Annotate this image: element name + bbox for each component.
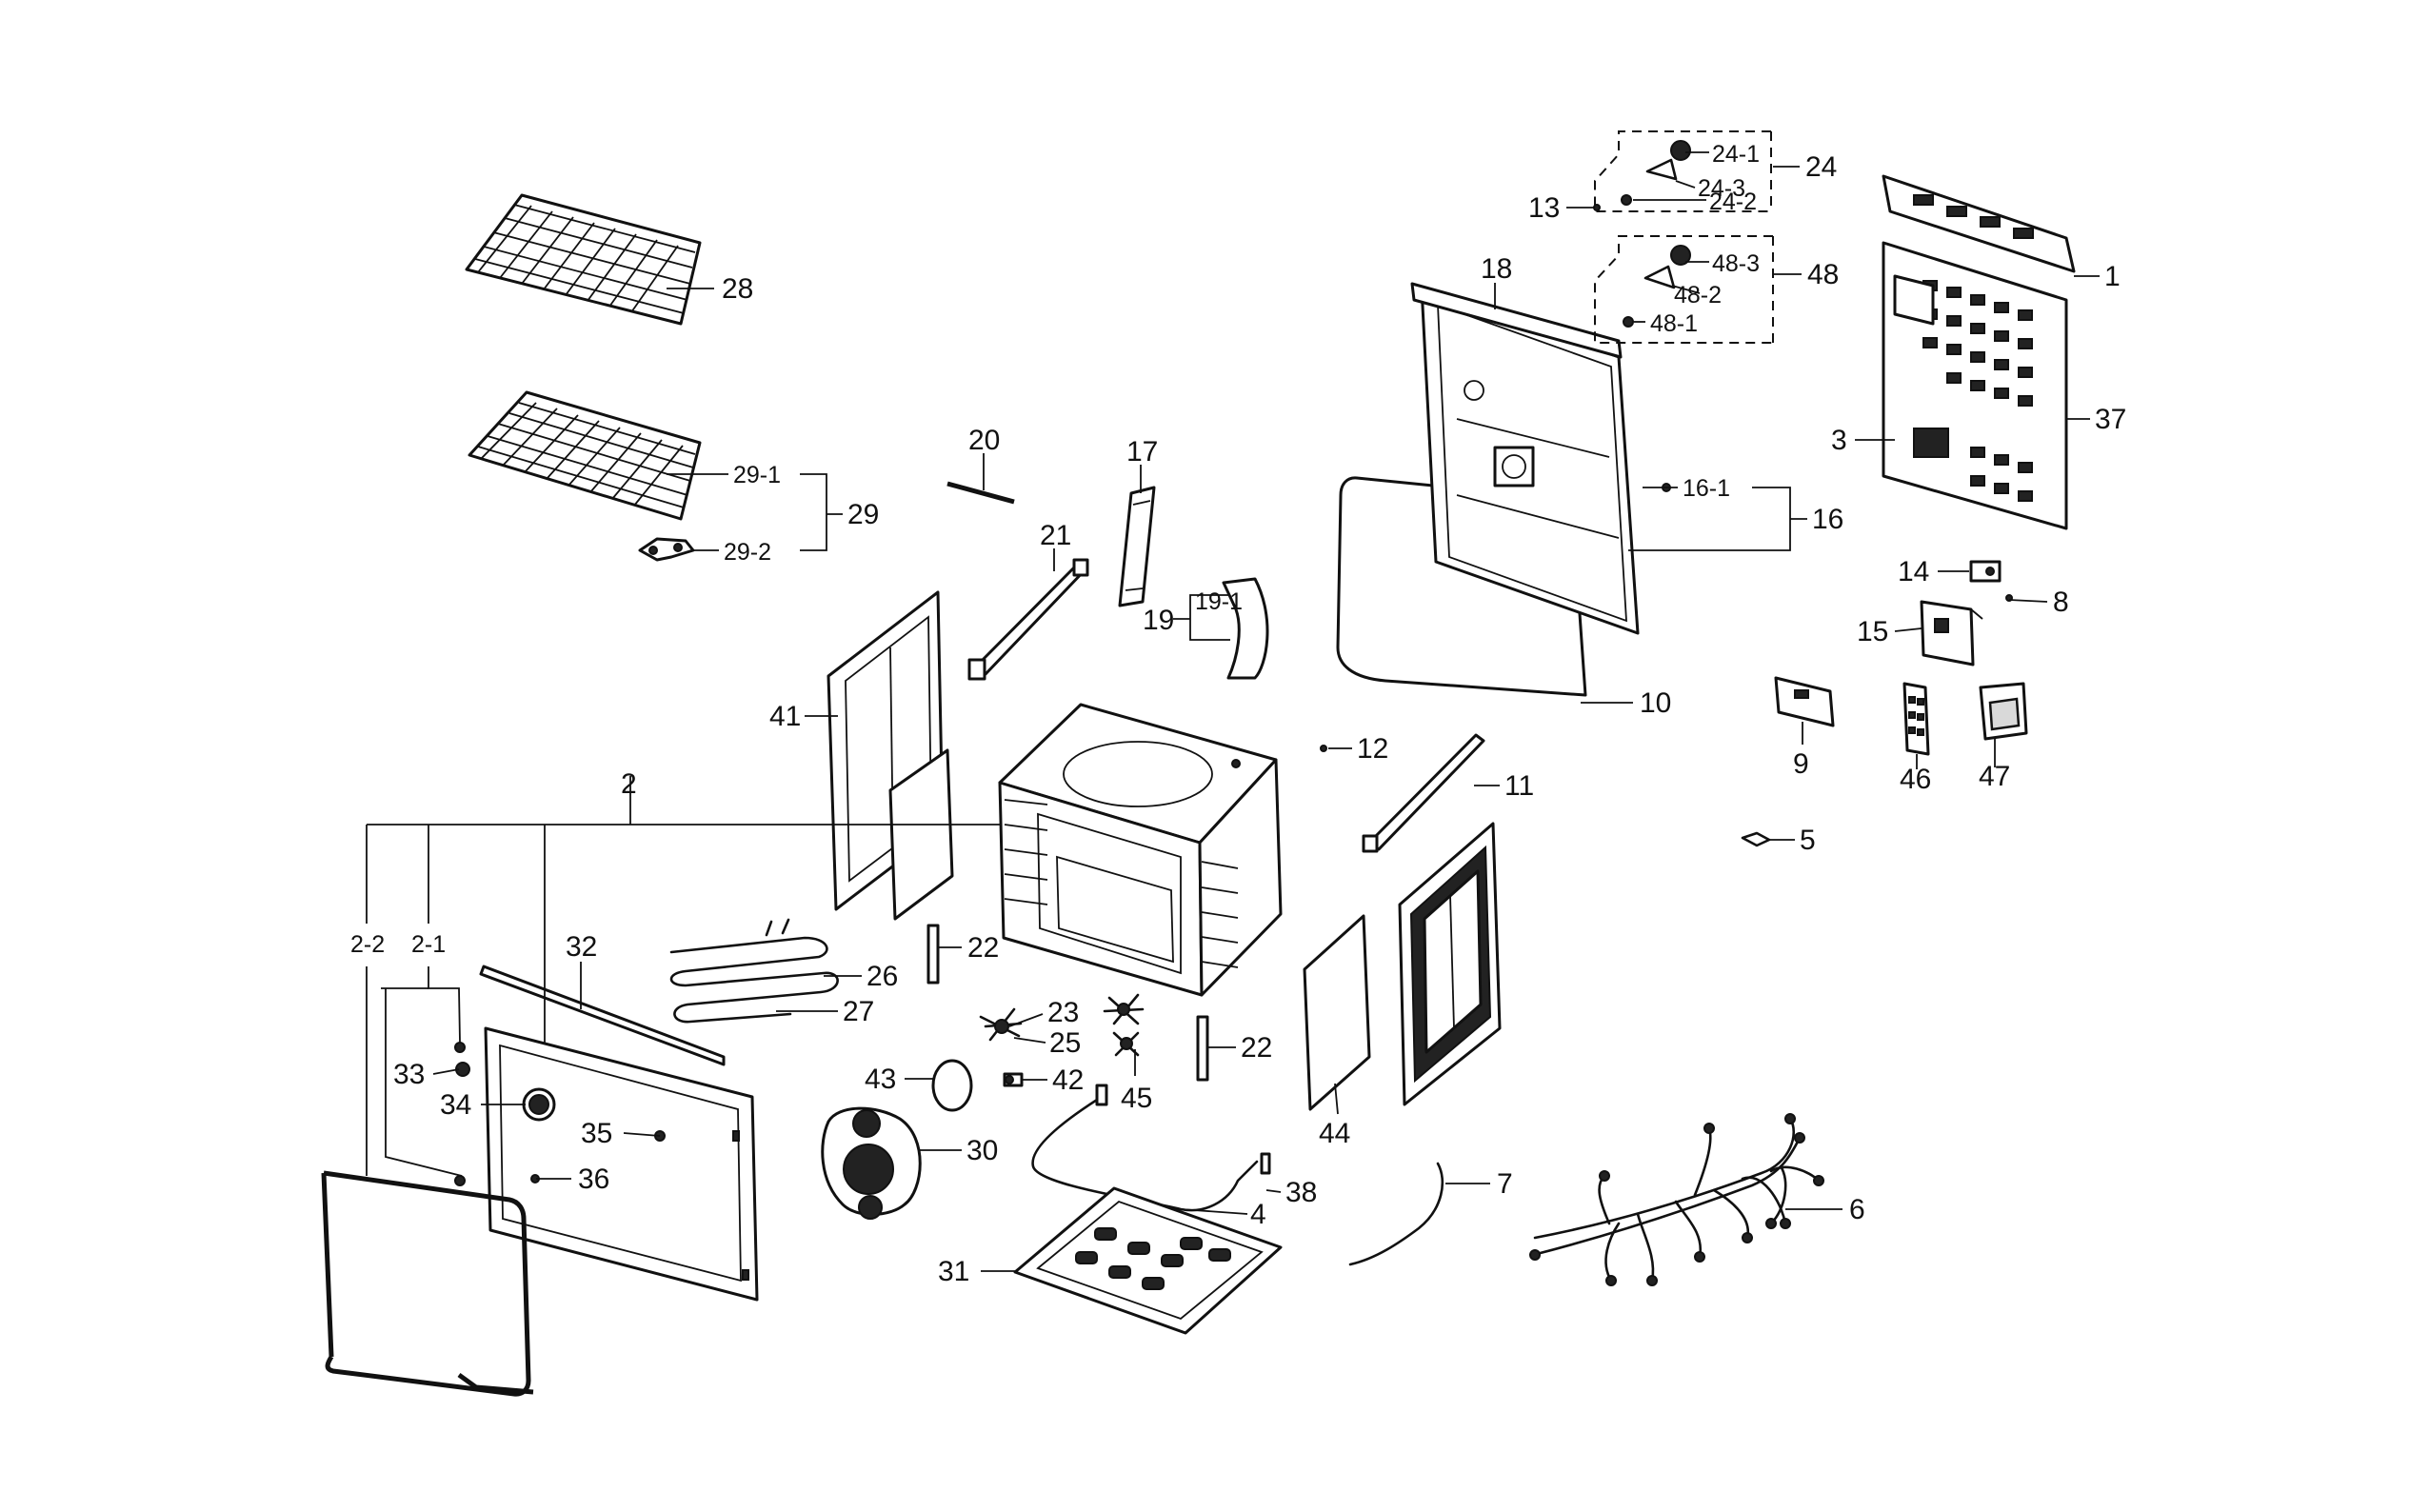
label-10: 10	[1640, 687, 1671, 719]
group-24	[1594, 130, 1772, 212]
label-2: 2	[621, 768, 637, 800]
baffle-19-1	[1222, 577, 1269, 680]
label-48-3: 48-3	[1712, 250, 1760, 277]
label-26: 26	[866, 961, 898, 992]
board-9	[1774, 676, 1835, 727]
label-34: 34	[440, 1089, 471, 1121]
label-24-2: 24-2	[1709, 189, 1757, 215]
label-7: 7	[1497, 1168, 1513, 1200]
back-panel-18	[1410, 282, 1640, 635]
screw-12	[1320, 745, 1327, 752]
oven-rack-28	[465, 193, 702, 326]
label-22a: 22	[967, 932, 999, 964]
bracket-15	[1920, 600, 1983, 666]
label-46: 46	[1900, 764, 1931, 795]
label-38: 38	[1285, 1177, 1317, 1208]
label-29-2: 29-2	[724, 539, 771, 566]
clip-5	[1741, 831, 1771, 847]
bottom-tray-31	[1013, 1186, 1283, 1335]
label-2-2: 2-2	[350, 931, 385, 958]
clip-42	[1003, 1072, 1024, 1087]
label-44: 44	[1319, 1118, 1350, 1149]
label-45: 45	[1121, 1083, 1152, 1114]
label-14: 14	[1898, 556, 1929, 587]
bake-element-4	[1031, 1084, 1271, 1212]
label-37: 37	[2095, 404, 2126, 435]
label-29-1: 29-1	[733, 462, 781, 488]
wire-harness-6	[1529, 1113, 1824, 1286]
label-5: 5	[1800, 825, 1816, 856]
label-2-1: 2-1	[411, 931, 446, 958]
clip-45	[1103, 993, 1145, 1057]
leader-lines	[366, 151, 2100, 1272]
label-33: 33	[393, 1059, 425, 1090]
wire-7	[1348, 1162, 1444, 1266]
label-23: 23	[1047, 997, 1079, 1028]
oven-rack-29-1	[468, 390, 702, 521]
label-13: 13	[1528, 192, 1560, 224]
label-43: 43	[865, 1064, 896, 1095]
label-17: 17	[1126, 436, 1158, 468]
strip-22a	[926, 924, 940, 985]
label-31: 31	[938, 1256, 969, 1287]
label-18: 18	[1481, 253, 1512, 285]
label-48-1: 48-1	[1650, 310, 1698, 337]
label-42: 42	[1052, 1064, 1084, 1096]
gasket-43	[931, 1059, 973, 1112]
label-24-3: 24-3	[1698, 175, 1745, 202]
oven-cavity	[998, 703, 1283, 997]
label-19: 19	[1143, 605, 1174, 636]
label-1: 1	[2104, 261, 2121, 292]
part-labels: 28 29-1 29-2 29 20 21 17 19-1 19 41 2 2-…	[350, 141, 2126, 1287]
label-6: 6	[1849, 1194, 1865, 1225]
label-32: 32	[566, 931, 597, 963]
label-20: 20	[968, 425, 1000, 456]
label-36: 36	[578, 1164, 609, 1195]
rack-clip-29-2	[638, 537, 695, 562]
top-cover-1	[1882, 174, 2076, 273]
label-24: 24	[1805, 151, 1837, 183]
door-frame-right	[1398, 822, 1502, 1106]
label-12: 12	[1357, 733, 1388, 765]
label-19-1: 19-1	[1195, 588, 1243, 615]
label-15: 15	[1857, 616, 1888, 647]
label-24-1: 24-1	[1712, 141, 1760, 168]
part-14	[1969, 560, 2002, 583]
label-9: 9	[1793, 748, 1809, 780]
grille-46	[1902, 682, 1930, 756]
label-4: 4	[1250, 1199, 1266, 1230]
door-assembly-2	[321, 965, 759, 1397]
label-30: 30	[966, 1135, 998, 1166]
rear-cover-37	[1882, 241, 2068, 530]
label-47: 47	[1979, 761, 2010, 792]
label-48-2: 48-2	[1674, 282, 1722, 308]
label-16-1: 16-1	[1683, 475, 1730, 502]
strip-22b	[1196, 1015, 1209, 1082]
label-3: 3	[1831, 425, 1847, 456]
fan-cover-30	[821, 1106, 922, 1220]
label-35: 35	[581, 1118, 612, 1149]
label-11: 11	[1504, 770, 1534, 802]
label-27: 27	[843, 996, 874, 1027]
label-48: 48	[1807, 259, 1839, 290]
group-48	[1594, 235, 1774, 344]
label-8: 8	[2053, 587, 2069, 618]
broil-element-26	[669, 918, 839, 1024]
label-25: 25	[1049, 1027, 1081, 1059]
label-22b: 22	[1241, 1032, 1272, 1064]
label-41: 41	[769, 701, 801, 732]
rail-11	[1362, 733, 1485, 853]
rod-20	[946, 481, 1015, 505]
label-29: 29	[847, 499, 879, 530]
rail-21	[967, 558, 1089, 681]
label-21: 21	[1040, 520, 1071, 551]
bracket-17	[1118, 486, 1156, 607]
side-panel-41	[827, 590, 954, 921]
label-16: 16	[1812, 504, 1843, 535]
label-28: 28	[722, 273, 753, 305]
housing-47	[1979, 682, 2028, 741]
sheet-44	[1303, 914, 1371, 1111]
